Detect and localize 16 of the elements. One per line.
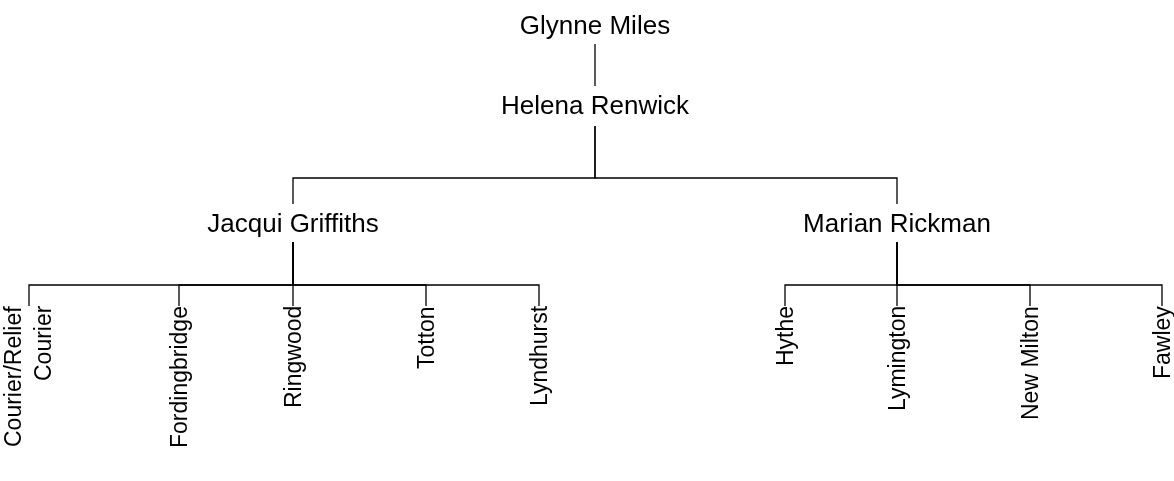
name-label: Courier/Relief Courier xyxy=(0,306,60,478)
name-label: Lymington xyxy=(882,306,912,478)
connector-line xyxy=(896,241,1163,307)
connector-line xyxy=(594,125,898,205)
name-label: Marian Rickman xyxy=(803,204,991,242)
name-label: Fordingbridge xyxy=(164,306,194,478)
name-label: Helena Renwick xyxy=(501,86,689,124)
connector-line xyxy=(292,241,540,307)
name-label: Lyndhurst xyxy=(524,306,554,478)
name-label: Jacqui Griffiths xyxy=(207,204,379,242)
name-label: Totton xyxy=(411,306,441,478)
name-label: New Milton xyxy=(1015,306,1045,478)
name-label: Ringwood xyxy=(278,306,308,478)
name-label: Hythe xyxy=(770,306,800,478)
connector-line xyxy=(594,43,596,87)
name-label: Glynne Miles xyxy=(519,6,671,44)
